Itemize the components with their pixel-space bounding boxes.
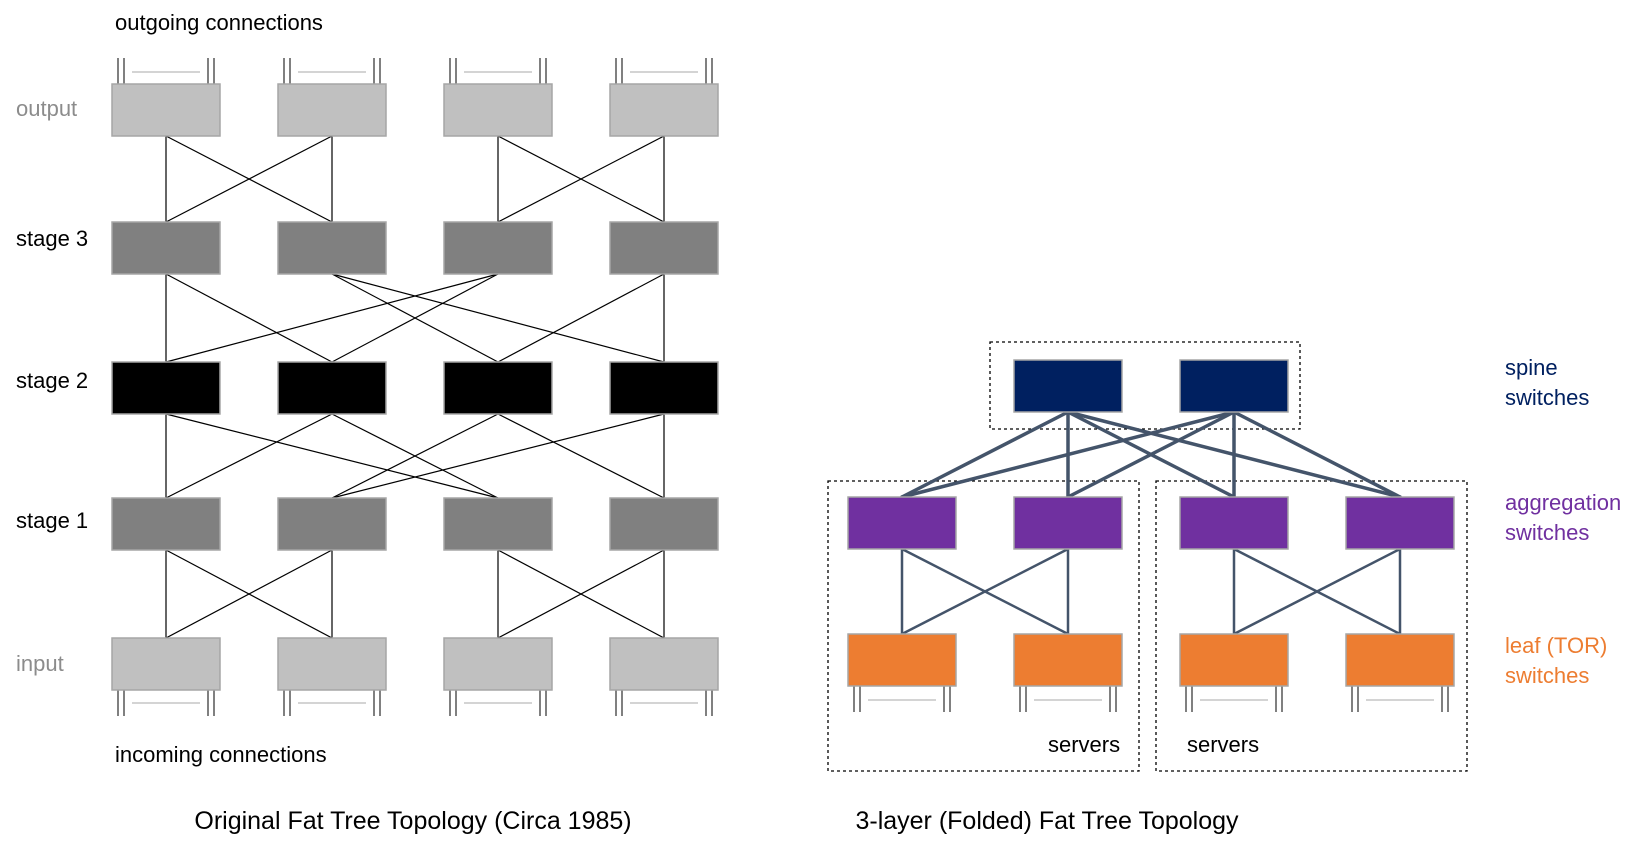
link-stage-3-3-to-stage-2-2: [331, 273, 499, 363]
pod-1-box: [827, 480, 1140, 772]
link-spine-2-to-agg-1: [900, 410, 1236, 499]
link-stage-3-2-to-stage-2-4: [331, 273, 665, 363]
row-label-stage-2: stage 2: [16, 368, 88, 393]
original-fat-tree-switches: [111, 83, 719, 691]
input-switch-2: [277, 637, 387, 691]
spine-label-line-2: switches: [1505, 385, 1589, 410]
aggregation-switch-2: [1013, 496, 1123, 550]
leaf-switch-4: [1345, 633, 1455, 687]
link-stage-2-3-to-stage-1-2: [331, 413, 499, 499]
row-label-output: output: [16, 96, 77, 121]
stage-1-switch-3: [443, 497, 553, 551]
stage-3-switch-2: [277, 221, 387, 275]
row-label-stage-1: stage 1: [16, 508, 88, 533]
folded-fat-tree-groups: [827, 341, 1468, 772]
input-switch-3: [443, 637, 553, 691]
input-switch-1: [111, 637, 221, 691]
folded-fat-tree-links: [900, 410, 1402, 636]
pod-2-servers-label: servers: [1187, 732, 1259, 757]
leaf-label-line-1: leaf (TOR): [1505, 633, 1607, 658]
folded-fat-tree-caption: 3-layer (Folded) Fat Tree Topology: [855, 807, 1239, 835]
output-switch-1: [111, 83, 221, 137]
leaf-switch-1: [847, 633, 957, 687]
output-switch-2: [277, 83, 387, 137]
stage-2-switch-4: [609, 361, 719, 415]
link-stage-2-3-to-stage-1-4: [497, 413, 665, 499]
stage-1-switch-1: [111, 497, 221, 551]
stage-3-switch-3: [443, 221, 553, 275]
link-spine-2-to-agg-2: [1066, 410, 1236, 499]
link-output-4-to-stage-3-3: [497, 135, 665, 223]
link-stage-1-4-to-input-3: [497, 549, 665, 639]
link-spine-1-to-agg-1: [900, 410, 1070, 499]
folded-fat-tree-ports: [853, 686, 1449, 712]
link-agg-4-to-leaf-3: [1233, 547, 1401, 636]
leaf-label-line-2: switches: [1505, 663, 1589, 688]
row-label-input: input: [16, 651, 64, 676]
aggregation-switch-3: [1179, 496, 1289, 550]
link-stage-3-3-to-stage-2-1: [165, 273, 499, 363]
incoming-connections-label: incoming connections: [115, 742, 327, 767]
folded-fat-tree-switches: [847, 359, 1455, 687]
output-switch-4: [609, 83, 719, 137]
stage-1-switch-2: [277, 497, 387, 551]
spine-switch-1: [1013, 359, 1123, 413]
link-agg-2-to-leaf-1: [901, 547, 1069, 636]
stage-1-switch-4: [609, 497, 719, 551]
stage-2-switch-2: [277, 361, 387, 415]
link-spine-2-to-agg-4: [1232, 410, 1402, 499]
aggregation-label-line-2: switches: [1505, 520, 1589, 545]
link-stage-1-2-to-input-1: [165, 549, 333, 639]
row-label-stage-3: stage 3: [16, 226, 88, 251]
stage-3-switch-4: [609, 221, 719, 275]
stage-2-switch-3: [443, 361, 553, 415]
link-stage-3-1-to-stage-2-2: [165, 273, 333, 363]
link-stage-2-1-to-stage-1-3: [165, 413, 499, 499]
link-stage-2-4-to-stage-1-2: [331, 413, 665, 499]
spine-label-line-1: spine: [1505, 355, 1558, 380]
input-switch-4: [609, 637, 719, 691]
link-stage-2-2-to-stage-1-1: [165, 413, 333, 499]
stage-3-switch-1: [111, 221, 221, 275]
spine-switch-2: [1179, 359, 1289, 413]
stage-2-switch-1: [111, 361, 221, 415]
pod-2-box: [1155, 480, 1468, 772]
leaf-switch-3: [1179, 633, 1289, 687]
original-fat-tree-caption: Original Fat Tree Topology (Circa 1985): [194, 807, 631, 835]
pod-1-servers-label: servers: [1048, 732, 1120, 757]
link-output-2-to-stage-3-1: [165, 135, 333, 223]
original-fat-tree-ports: [117, 58, 713, 716]
outgoing-connections-label: outgoing connections: [115, 10, 323, 35]
aggregation-label-line-1: aggregation: [1505, 490, 1621, 515]
link-stage-3-4-to-stage-2-3: [497, 273, 665, 363]
spine-group-box: [989, 341, 1301, 430]
leaf-switch-2: [1013, 633, 1123, 687]
original-fat-tree-links: [165, 135, 665, 639]
output-switch-3: [443, 83, 553, 137]
aggregation-switch-4: [1345, 496, 1455, 550]
aggregation-switch-1: [847, 496, 957, 550]
